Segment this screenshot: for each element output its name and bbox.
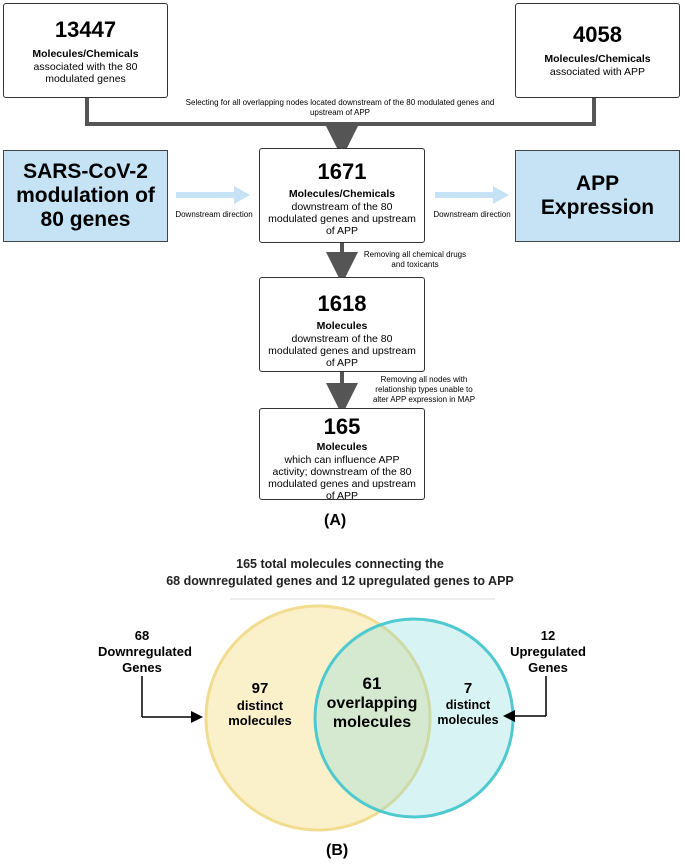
panel-label-a: (A) (324, 512, 347, 529)
chemical-removal-note: Removing all chemical drugs and toxicant… (363, 250, 467, 269)
box-title: Molecules/Chemicals (32, 48, 139, 60)
left-only-number: 97 (251, 680, 269, 697)
right-gene-arrow (503, 676, 547, 722)
box-title: Molecules/Chemicals (288, 188, 396, 200)
left-only-text: distinct molecules (228, 698, 292, 728)
merge-note: Selecting for all overlapping nodes loca… (185, 98, 495, 117)
box-title: Molecules/Chemicals (544, 53, 651, 65)
downstream-arrow-left (176, 186, 250, 204)
box-title: Molecules (316, 441, 368, 453)
count-165: 165 (323, 414, 361, 439)
merge-bracket (85, 98, 596, 158)
downregulated-count: 68 (134, 628, 150, 643)
right-only-number: 7 (463, 680, 473, 697)
sars-cov-2-source-box: SARS-CoV-2 modulation of 80 genes (3, 150, 168, 242)
step-165-box: 165 Molecules which can influence APP ac… (259, 408, 425, 502)
left-gene-arrow (141, 676, 203, 723)
downregulated-label: 68 Downregulated Genes (98, 628, 192, 676)
venn-title: 165 total molecules connecting the 68 do… (150, 556, 530, 590)
count-13447: 13447 (54, 17, 117, 42)
associated-80-genes-box: 13447 Molecules/Chemicals associated wit… (3, 3, 168, 98)
count-4058: 4058 (573, 22, 622, 47)
venn-overlap: 61 overlapping molecules (312, 674, 432, 732)
venn-right-only: 7 distinct molecules (432, 680, 504, 728)
right-direction-label: Downstream direction (433, 210, 511, 219)
upregulated-label: 12 Upregulated Genes (508, 628, 588, 676)
overlap-number: 61 (362, 674, 382, 693)
venn-title-line-2: 68 downregulated genes and 12 upregulate… (166, 574, 514, 588)
step-1618-box: 1618 Molecules downstream of the 80 modu… (259, 277, 425, 372)
downstream-arrow-right (435, 186, 509, 204)
target-label: APP Expression (540, 172, 655, 219)
count-1671: 1671 (317, 159, 367, 184)
box-title: Molecules (316, 320, 368, 332)
upregulated-text: Upregulated Genes (510, 644, 586, 675)
venn-title-line-1: 165 total molecules connecting the (236, 557, 444, 571)
downregulated-text: Downregulated Genes (98, 644, 192, 675)
upregulated-count: 12 (540, 628, 556, 643)
overlap-text: overlapping molecules (326, 695, 418, 731)
source-label: SARS-CoV-2 modulation of 80 genes (16, 160, 155, 231)
relationship-removal-note: Removing all nodes with relationship typ… (372, 375, 476, 404)
venn-left-only: 97 distinct molecules (220, 680, 300, 728)
step-1671-box: 1671 Molecules/Chemicals downstream of t… (259, 148, 425, 243)
box-desc: which can influence APP activity; downst… (268, 454, 416, 502)
right-only-text: distinct molecules (437, 698, 499, 727)
count-1618: 1618 (317, 291, 367, 316)
app-expression-box: APP Expression (515, 150, 680, 242)
box-desc: downstream of the 80 modulated genes and… (268, 201, 416, 237)
box-desc: associated with APP (549, 66, 646, 78)
box-desc: associated with the 80 modulated genes (33, 61, 138, 85)
panel-label-b: (B) (326, 842, 349, 859)
venn-left-circle (204, 604, 432, 832)
box-desc: downstream of the 80 modulated genes and… (268, 333, 416, 369)
left-direction-label: Downstream direction (175, 210, 253, 219)
associated-app-box: 4058 Molecules/Chemicals associated with… (515, 3, 680, 98)
